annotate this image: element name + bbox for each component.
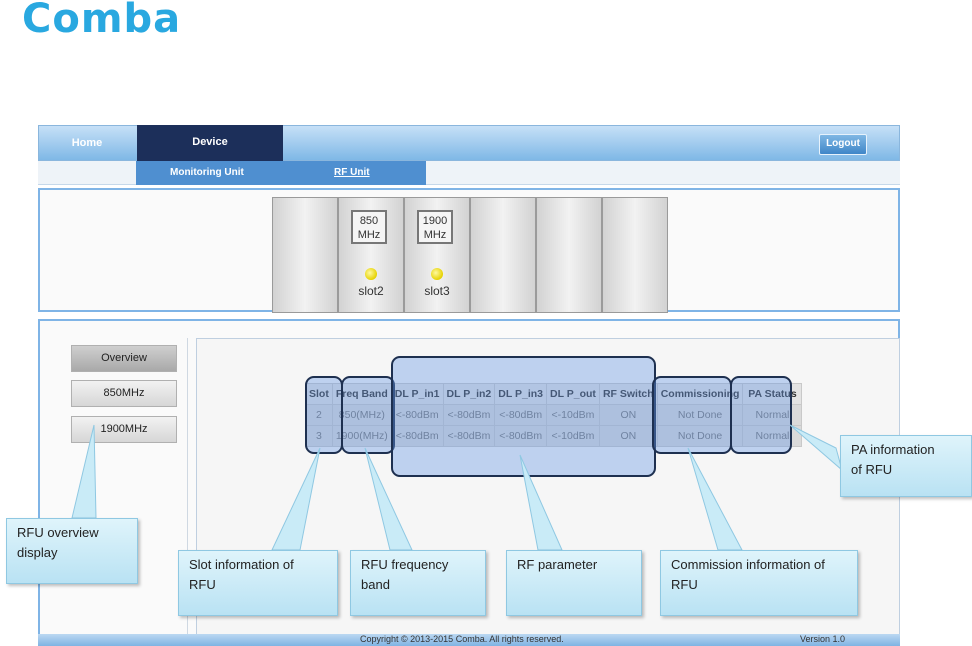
- pointer-overview: [71, 424, 97, 519]
- callout-text: of RFU: [851, 462, 893, 477]
- callout-commission-info: Commission information of RFU: [660, 550, 858, 616]
- table-header-row: Slot Freq Band DL P_in1 DL P_in2 DL P_in…: [305, 383, 803, 405]
- table-cell: 850(MHz): [331, 404, 392, 426]
- callout-pa-info: PA information of RFU: [840, 435, 972, 497]
- callout-text: PA information: [851, 442, 935, 457]
- table-cell: 1900(MHz): [331, 425, 392, 447]
- callout-text: RFU: [189, 577, 216, 592]
- callout-text: band: [361, 577, 390, 592]
- freq-unit: MHz: [423, 229, 447, 241]
- freq-unit: MHz: [357, 229, 381, 241]
- status-led-icon: [365, 268, 377, 280]
- top-nav-bar: Home Device Logout: [38, 125, 900, 161]
- freq-value: 850: [359, 215, 379, 227]
- logout-button[interactable]: Logout: [819, 134, 867, 155]
- copyright-text: Copyright © 2013-2015 Comba. All rights …: [360, 634, 564, 644]
- callout-rf-parameter: RF parameter: [506, 550, 642, 616]
- table-cell: 3: [305, 425, 333, 447]
- highlight-freq-band: [341, 376, 395, 454]
- footer-bar: Copyright © 2013-2015 Comba. All rights …: [38, 634, 900, 646]
- table-row: 2 850(MHz) <-80dBm <-80dBm <-80dBm <-10d…: [305, 404, 803, 426]
- table-cell: <-10dBm: [546, 404, 600, 426]
- highlight-pa-status: [730, 376, 792, 454]
- table-cell: <-10dBm: [546, 425, 600, 447]
- col-header-dl-p-out: DL P_out: [546, 383, 600, 405]
- sub-nav-strip: Monitoring Unit RF Unit: [136, 161, 426, 185]
- col-header-commissioning: Commissioning: [656, 383, 744, 405]
- slot-card-empty: [602, 197, 668, 313]
- sub-nav-bar: Monitoring Unit RF Unit: [38, 161, 900, 185]
- nav-tab-device[interactable]: Device: [137, 125, 283, 161]
- col-header-slot: Slot: [305, 383, 333, 405]
- subnav-rf-unit[interactable]: RF Unit: [334, 167, 370, 178]
- table-cell: <-80dBm: [442, 425, 496, 447]
- slot-card-3[interactable]: 1900 MHz slot3: [404, 197, 470, 313]
- col-header-dl-p-in1: DL P_in1: [390, 383, 444, 405]
- callout-text: RF parameter: [517, 557, 598, 572]
- col-header-dl-p-in3: DL P_in3: [494, 383, 548, 405]
- table-cell: Not Done: [656, 425, 744, 447]
- rfu-table: Slot Freq Band DL P_in1 DL P_in2 DL P_in…: [305, 383, 803, 447]
- comba-logo: Comba: [22, 0, 182, 42]
- freq-value: 1900: [422, 215, 448, 227]
- status-led-icon: [431, 268, 443, 280]
- table-row: 3 1900(MHz) <-80dBm <-80dBm <-80dBm <-10…: [305, 425, 803, 447]
- callout-text: display: [17, 545, 58, 560]
- overview-button[interactable]: Overview: [71, 345, 177, 372]
- pointer-commission: [687, 447, 743, 551]
- version-text: Version 1.0: [800, 634, 846, 644]
- freq-badge: 850 MHz: [351, 210, 387, 244]
- callout-freq-band: RFU frequency band: [350, 550, 486, 616]
- col-header-dl-p-in2: DL P_in2: [442, 383, 496, 405]
- band-850-button[interactable]: 850MHz: [71, 380, 177, 407]
- band-1900-button[interactable]: 1900MHz: [71, 416, 177, 443]
- pointer-slot: [271, 447, 321, 551]
- table-cell: ON: [598, 425, 658, 447]
- callout-text: RFU: [671, 577, 698, 592]
- table-cell: Normal: [742, 425, 803, 447]
- slot-label: slot3: [424, 284, 450, 298]
- subnav-monitoring-unit[interactable]: Monitoring Unit: [170, 167, 244, 178]
- slot-card-empty: [470, 197, 536, 313]
- callout-rfu-overview: RFU overview display: [6, 518, 138, 584]
- slot-card-2[interactable]: 850 MHz slot2: [338, 197, 404, 313]
- pointer-rf: [519, 454, 563, 551]
- pointer-freq: [364, 447, 413, 551]
- highlight-commissioning: [652, 376, 732, 454]
- slot-label: slot2: [358, 284, 384, 298]
- callout-slot-info: Slot information of RFU: [178, 550, 338, 616]
- slot-card-empty: [536, 197, 602, 313]
- table-cell: <-80dBm: [442, 404, 496, 426]
- table-cell: <-80dBm: [390, 425, 444, 447]
- callout-text: RFU frequency: [361, 557, 449, 572]
- callout-text: Commission information of: [671, 557, 825, 572]
- slot-panel: 850 MHz slot2 1900 MHz slot3: [38, 188, 900, 313]
- table-cell: Normal: [742, 404, 803, 426]
- callout-text: RFU overview: [17, 525, 99, 540]
- pointer-pa: [789, 424, 843, 472]
- callout-text: Slot information of: [189, 557, 294, 572]
- highlight-slot: [305, 376, 343, 454]
- nav-tab-home[interactable]: Home: [71, 137, 103, 149]
- divider: [187, 338, 188, 636]
- table-cell: Not Done: [656, 404, 744, 426]
- slot-card-empty: [272, 197, 338, 313]
- freq-badge: 1900 MHz: [417, 210, 453, 244]
